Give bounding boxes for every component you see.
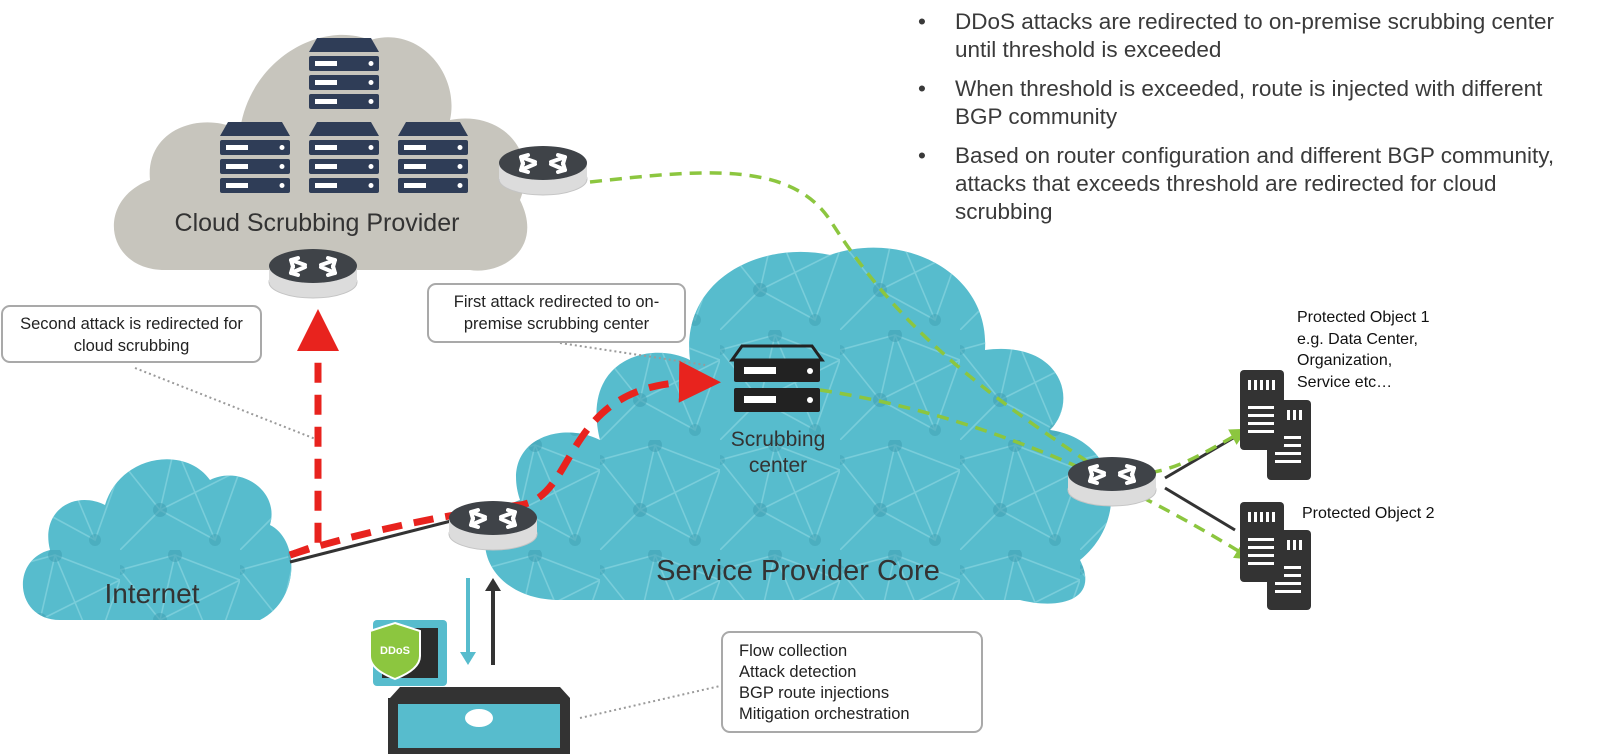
scrubbing-label-line1: Scrubbing [731, 428, 826, 451]
router-icon [497, 144, 589, 197]
router-icon [1066, 455, 1158, 508]
function-item: Flow collection [739, 642, 848, 660]
link-line [289, 518, 456, 564]
router-icon [267, 247, 359, 300]
key-points-list: •DDoS attacks are redirected to on-premi… [918, 8, 1588, 237]
bullet-dot: • [918, 9, 926, 34]
internet-cloud [22, 459, 292, 620]
ddos-shield-icon: DDoS [369, 620, 447, 686]
function-item: Mitigation orchestration [739, 705, 910, 723]
functions-callout: Flow collection Attack detection BGP rou… [721, 631, 983, 733]
cloud-provider-label: Cloud Scrubbing Provider [175, 209, 460, 237]
key-point: •Based on router configuration and diffe… [918, 143, 1555, 224]
second-attack-path [288, 309, 339, 559]
detection-appliance-icon [388, 687, 570, 754]
server-tower-icon [1240, 370, 1284, 450]
function-item: Attack detection [739, 663, 857, 681]
protected-object-1-label: Protected Object 1 e.g. Data Center, Org… [1297, 309, 1430, 391]
service-provider-core-cloud [485, 247, 1112, 604]
protected-object-2-label: Protected Object 2 [1302, 505, 1435, 522]
scrubbing-label-line2: center [749, 454, 807, 477]
scrubbing-center-icon [729, 344, 825, 412]
router-icon [447, 499, 539, 552]
first-attack-callout: First attack redirected to on-premise sc… [427, 283, 686, 343]
ddos-badge-label: DDoS [380, 645, 410, 657]
second-attack-callout: Second attack is redirected for cloud sc… [1, 305, 262, 363]
callout-connector [579, 685, 721, 719]
bullet-dot: • [918, 76, 926, 101]
clean-traffic-path [1129, 428, 1248, 476]
callout-connector [134, 367, 319, 441]
link-line [1164, 486, 1236, 532]
sp-core-label: Service Provider Core [656, 555, 940, 587]
server-tower-icon [1240, 502, 1284, 582]
key-point: •When threshold is exceeded, route is in… [918, 76, 1543, 129]
link-line [1164, 435, 1236, 480]
key-point: •DDoS attacks are redirected to on-premi… [918, 9, 1555, 62]
clean-traffic-path [819, 388, 1253, 560]
internet-label: Internet [105, 578, 200, 609]
function-item: BGP route injections [739, 684, 890, 702]
cloud-return-path [589, 171, 1101, 472]
bullet-dot: • [918, 143, 926, 168]
